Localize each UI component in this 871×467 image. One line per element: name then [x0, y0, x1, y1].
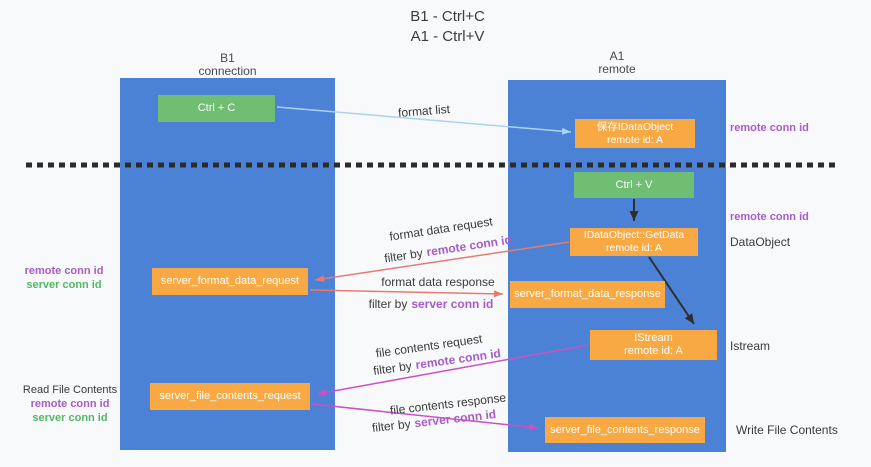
save-dataobject-line2: remote id: A [606, 133, 664, 146]
istream-line2: remote id: A [624, 345, 683, 357]
ctrl-c-label: Ctrl + C [197, 102, 236, 114]
server-conn-id-text: server conn id [411, 297, 494, 311]
server-conn-id-annotation: server conn id [26, 279, 102, 291]
idataobject-getdata-box: IDataObject::GetData remote id: A [570, 228, 698, 256]
read-file-contents-label: Read File Contents [22, 384, 118, 396]
title-line-2: A1 - Ctrl+V [410, 28, 485, 45]
getdata-line1: IDataObject::GetData [583, 229, 685, 241]
ctrl-v-box: Ctrl + V [574, 172, 694, 198]
getdata-line2: remote id: A [605, 242, 663, 254]
save-dataobject-line1: 保存IDataObject [596, 120, 674, 133]
file-contents-request-arrow [316, 344, 589, 396]
lane-a1-role: remote [598, 62, 636, 76]
left-format-conn-ids: remote conn id server conn id [20, 264, 108, 292]
right-clipboard-remote-conn-id: remote conn id [730, 122, 809, 134]
lane-b1-role: connection [198, 64, 257, 78]
server-format-data-request-label: server_format_data_request [160, 275, 300, 287]
save-dataobject-box: 保存IDataObject remote id: A [575, 119, 695, 148]
left-file-annotations: Read File Contents remote conn id server… [22, 383, 118, 425]
lane-b1-name: B1 [220, 51, 235, 65]
istream-annotation: Istream [730, 339, 771, 353]
remote-conn-id-annotation: remote conn id [24, 265, 104, 277]
ctrl-v-label: Ctrl + V [615, 178, 653, 191]
server-format-data-request-box: server_format_data_request [152, 268, 308, 295]
server-format-data-response-box: server_format_data_response [510, 281, 665, 308]
remote-conn-id-annotation: remote conn id [30, 398, 110, 410]
getdata-to-istream-arrow [648, 256, 695, 325]
right-getdata-remote-conn-id: remote conn id [730, 211, 809, 223]
server-conn-id-annotation: server conn id [32, 412, 108, 424]
title-line-1: B1 - Ctrl+C [410, 8, 485, 25]
server-file-contents-response-label: server_file_contents_response [550, 423, 700, 436]
format-data-request-arrow [314, 241, 570, 283]
istream-line1: IStream [634, 332, 673, 344]
dataobject-annotation: DataObject [730, 235, 791, 249]
file-contents-response-arrow [311, 403, 539, 431]
server-file-contents-response-box: server_file_contents_response [545, 417, 705, 443]
lane-header-b1: B1 connection [120, 52, 335, 78]
server-file-contents-request-box: server_file_contents_request [150, 383, 310, 410]
server-file-contents-request-label: server_file_contents_request [159, 390, 301, 402]
ctrl-c-box: Ctrl + C [158, 95, 275, 122]
format-data-response-label: format data response [381, 275, 495, 289]
lane-header-a1: A1 remote [508, 50, 726, 76]
server-format-data-response-label: server_format_data_response [514, 288, 661, 300]
istream-box: IStream remote id: A [590, 330, 717, 360]
filter-by-text: filter by [368, 297, 408, 311]
diagram-title: B1 - Ctrl+C A1 - Ctrl+V [12, 7, 871, 47]
lane-a1-name: A1 [609, 49, 625, 63]
format-list-arrow [276, 106, 572, 135]
format-data-response-arrow [309, 289, 504, 298]
write-file-contents-label: Write File Contents [736, 423, 838, 437]
